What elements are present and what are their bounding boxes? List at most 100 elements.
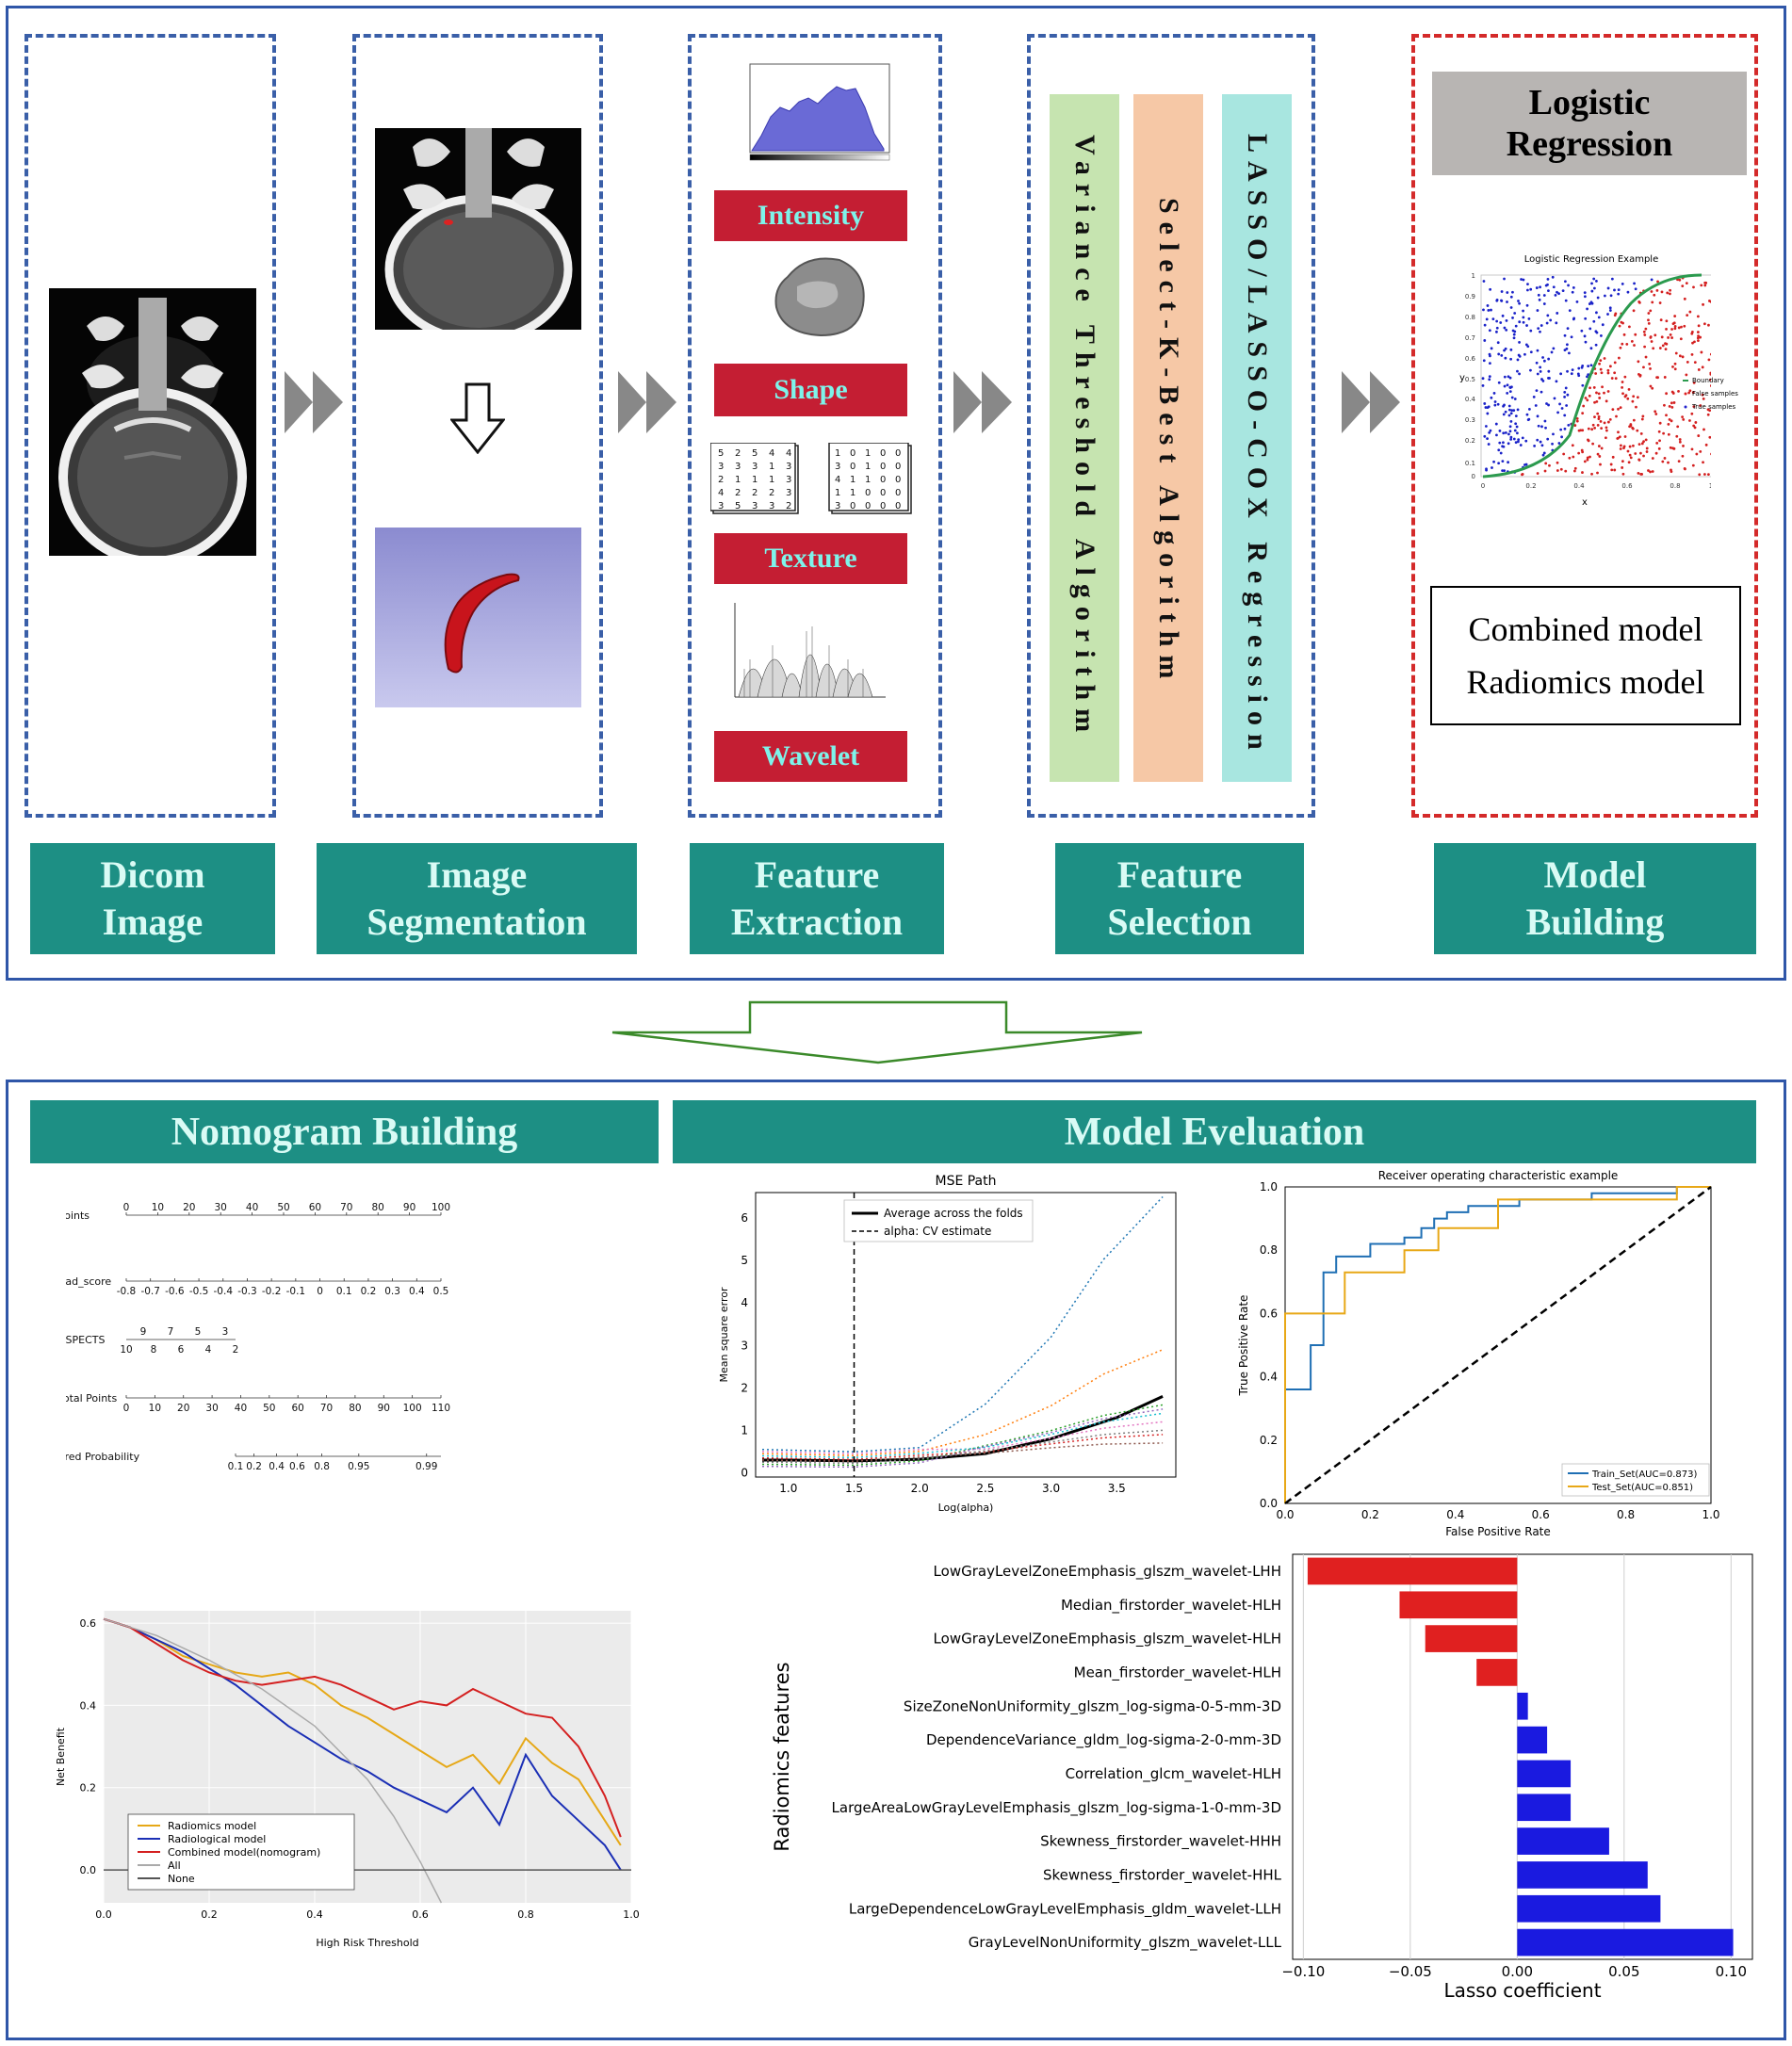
scatter-point [1572,317,1575,321]
scatter-point [1571,290,1574,294]
scatter-point [1527,407,1531,411]
nomogram-tick-label: 4 [205,1344,212,1356]
scatter-point [1589,364,1593,367]
scatter-point [1501,460,1505,463]
x-axis-label: False Positive Rate [1445,1525,1551,1538]
scatter-point [1568,351,1571,355]
category-label: LargeDependenceLowGrayLevelEmphasis_gldm… [849,1900,1281,1918]
bar [1517,1692,1528,1720]
scatter-point [1639,431,1643,435]
step-label: Building [1525,901,1665,943]
scatter-point [1687,391,1690,395]
scatter-point [1706,413,1710,416]
matrix-cell: 2 [752,488,758,498]
nomogram-tick-label: 20 [183,1202,195,1213]
scatter-point [1653,293,1656,297]
step-label: Dicom [100,853,205,896]
scatter-point [1619,444,1622,447]
scatter-point [1583,291,1587,295]
scatter-point [1613,468,1617,472]
scatter-point [1514,422,1518,426]
scatter-point [1637,443,1641,447]
scatter-point [1556,469,1559,472]
matrix-cell: 2 [718,475,724,485]
scatter-point [1603,421,1606,425]
scatter-point [1502,431,1506,435]
roc-chart: Receiver operating characteristic exampl… [1237,1169,1720,1538]
bar [1517,1861,1648,1889]
scatter-point [1586,456,1589,460]
fold-line [761,1429,1164,1465]
chart-title: Receiver operating characteristic exampl… [1378,1169,1619,1182]
logreg-title: Logistic Regression Example [1524,254,1659,265]
step-label: Feature [1116,853,1243,896]
scatter-point [1661,460,1665,463]
scatter-point [1655,288,1659,292]
nomogram-tick-label: -0.8 [117,1286,137,1297]
chevron-right-icon [618,371,676,433]
scatter-point [1640,442,1644,446]
scatter-point [1509,348,1513,351]
selection-panel [1027,34,1315,818]
fold-line [761,1421,1164,1454]
scatter-point [1539,324,1543,327]
scatter-point [1623,395,1627,398]
scatter-point [1621,283,1624,285]
x-tick-label: 0.05 [1608,1963,1639,1980]
scatter-point [1608,306,1612,310]
x-tick-label: 1.0 [1702,1508,1719,1521]
scatter-point [1621,381,1624,383]
fold-line [761,1408,1164,1469]
scatter-point [1670,405,1674,409]
scatter-point [1634,333,1637,336]
scatter-point [1621,385,1624,389]
scatter-point [1529,368,1532,372]
legend-label: alpha: CV estimate [884,1225,991,1238]
scatter-point [1514,324,1518,328]
scatter-point [1652,347,1655,350]
scatter-point [1643,345,1646,349]
scatter-point [1579,429,1583,432]
scatter-point [1525,288,1529,292]
scatter-point [1647,318,1650,322]
model-title-line2: Regression [1506,124,1673,164]
scatter-point [1682,417,1686,421]
scatter-point [1496,341,1500,345]
scatter-point [1665,414,1668,417]
fold-line [761,1195,1164,1453]
scatter-point [1625,342,1629,346]
y-tick-label: 3 [741,1339,748,1352]
scatter-point [1580,448,1584,452]
x-tick-label: 0.6 [1532,1508,1550,1521]
scatter-point [1672,401,1676,404]
scatter-point [1493,403,1497,407]
scatter-point [1703,284,1707,287]
scatter-point [1647,321,1651,325]
chart-title: MSE Path [935,1174,996,1189]
series-line [103,1617,622,1871]
nomogram-tick-label: 20 [177,1403,189,1414]
nomogram-tick-label: 80 [372,1202,384,1213]
scatter-point [1507,461,1510,464]
scatter-point [1536,349,1539,352]
matrix-cell: 0 [895,501,901,512]
scatter-point [1546,278,1550,281]
scatter-point [1522,278,1525,282]
scatter-point [1668,417,1671,421]
scatter-point [1611,408,1615,412]
scatter-point [1588,327,1592,331]
legend-label: Average across the folds [884,1207,1023,1220]
scatter-point [1586,398,1589,402]
scatter-point [1614,377,1618,381]
scatter-point [1603,357,1606,360]
scatter-point [1700,350,1703,354]
scatter-point [1618,324,1621,328]
x-tick-label: 1.0 [623,1908,640,1921]
scatter-point [1626,449,1630,453]
scatter-point [1583,460,1587,463]
logreg-ylabel: y [1459,373,1465,383]
scatter-point [1575,419,1579,423]
scatter-point [1509,419,1513,423]
x-tick-label: 3.5 [1108,1482,1126,1495]
